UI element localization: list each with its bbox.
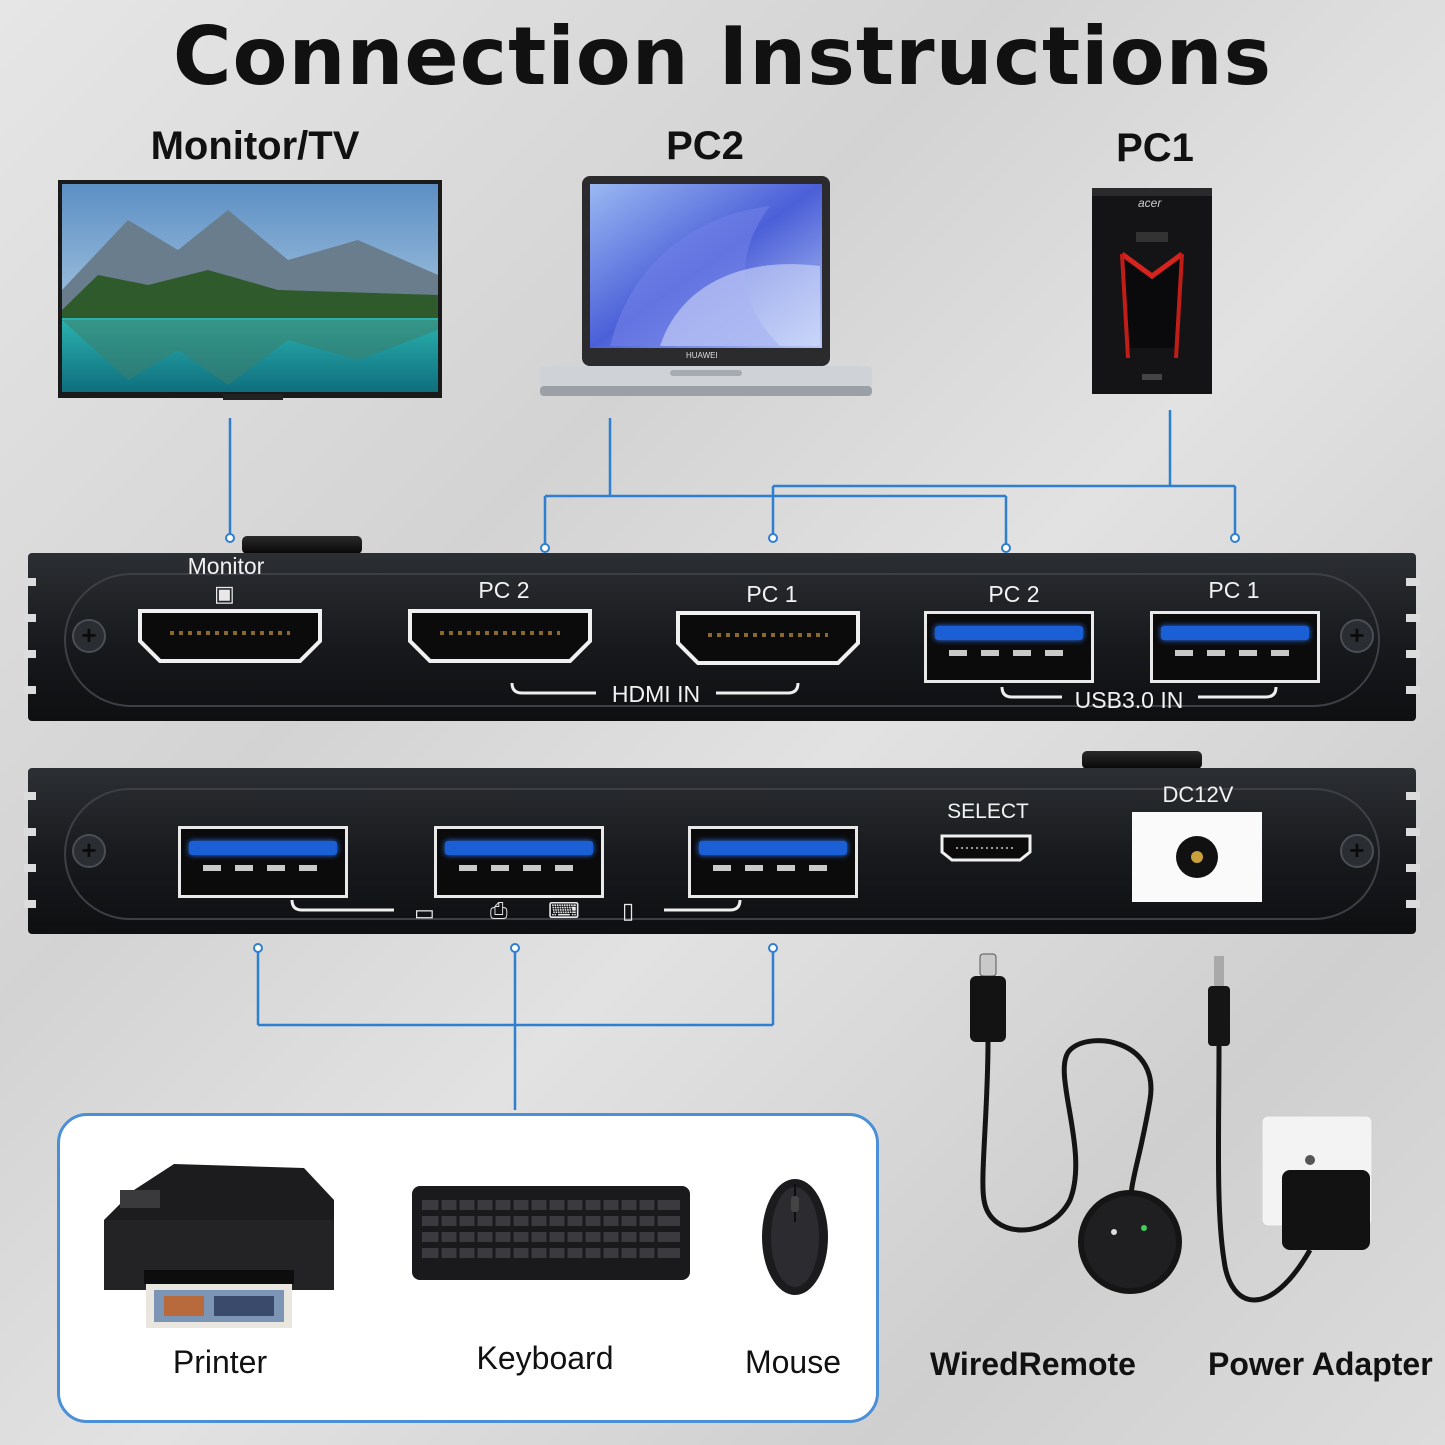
peripherals-box: Printer Keyboard Mouse: [57, 1113, 879, 1423]
wired-remote-label: WiredRemote: [930, 1346, 1136, 1382]
mouse-icon: ▯: [622, 898, 635, 923]
mouse-image: [760, 1176, 830, 1298]
hdmi-monitor-port[interactable]: [136, 607, 324, 665]
pc1-tower-image: acer: [1092, 188, 1212, 398]
right-fins-bottom: [1406, 792, 1420, 908]
select-port[interactable]: [938, 832, 1034, 864]
usb-mouse-port[interactable]: [688, 826, 858, 898]
pc1-label: PC1: [1116, 126, 1194, 170]
power-adapter-label: Power Adapter: [1208, 1346, 1433, 1382]
usb-pc2-port[interactable]: [924, 611, 1094, 683]
keyboard-label: Keyboard: [476, 1340, 614, 1376]
usb-pc2-label: PC 2: [988, 581, 1040, 607]
usb-in-label: USB3.0 IN: [1074, 687, 1184, 713]
hdmi-in-bracket: [510, 682, 800, 695]
power-adapter-image: [1208, 956, 1373, 1303]
top-panel-face: [64, 573, 1380, 707]
monitor-tv-image: [58, 180, 442, 402]
printer-icon: ⎙: [490, 898, 508, 923]
usb-keyboard-port[interactable]: [434, 826, 604, 898]
pc2-label: PC2: [666, 124, 744, 168]
keyboard-icon: ⌨: [548, 898, 580, 923]
usb-device-bracket: [290, 899, 742, 912]
bottom-panel-face: [64, 788, 1380, 920]
usb-in-bracket: [1000, 686, 1278, 699]
monitor-label: Monitor/TV: [150, 124, 360, 168]
monitor-port-label: Monitor: [187, 553, 265, 579]
bottom-panel: + + ▭ ⎙ ⌨ ▯ SELECT DC12V: [28, 768, 1416, 934]
hdmi-pc1-label: PC 1: [746, 581, 798, 607]
top-panel: + + Monitor ▣ PC 2 PC 1 PC 2 PC 1 HDMI I…: [28, 553, 1416, 721]
bottom-panel-knob: [1082, 751, 1202, 769]
usb-printer-port[interactable]: [178, 826, 348, 898]
laptop-brand: HUAWEI: [686, 351, 718, 360]
hdmi-pc2-label: PC 2: [478, 577, 530, 603]
keyboard-image: [412, 1186, 690, 1280]
top-panel-knob: [242, 536, 362, 554]
laptop-image: HUAWEI: [540, 176, 872, 404]
screw-icon: +: [72, 619, 106, 653]
screw-icon: +: [1340, 834, 1374, 868]
wired-remote-image: [970, 953, 1182, 1294]
hdmi-pc1-port[interactable]: [674, 609, 862, 667]
usb-pc1-label: PC 1: [1208, 577, 1260, 603]
usb-pc1-port[interactable]: [1150, 611, 1320, 683]
mouse-label: Mouse: [744, 1344, 842, 1380]
dc-power-port[interactable]: [1132, 812, 1262, 902]
hdmi-pc2-port[interactable]: [406, 607, 594, 665]
screw-icon: +: [1340, 619, 1374, 653]
printer-image: [94, 1160, 346, 1340]
usb-drive-icon: ▭: [414, 900, 435, 925]
screw-icon: +: [72, 834, 106, 868]
hdmi-in-label: HDMI IN: [611, 681, 701, 707]
left-fins: [24, 578, 36, 694]
printer-label: Printer: [172, 1344, 268, 1380]
left-fins-bottom: [24, 792, 36, 908]
select-label: SELECT: [947, 800, 1029, 823]
dc-label: DC12V: [1162, 782, 1234, 807]
pc1-brand: acer: [1138, 196, 1162, 210]
page-title: Connection Instructions: [172, 10, 1273, 103]
monitor-icon: ▣: [214, 581, 235, 606]
right-fins: [1406, 578, 1420, 694]
